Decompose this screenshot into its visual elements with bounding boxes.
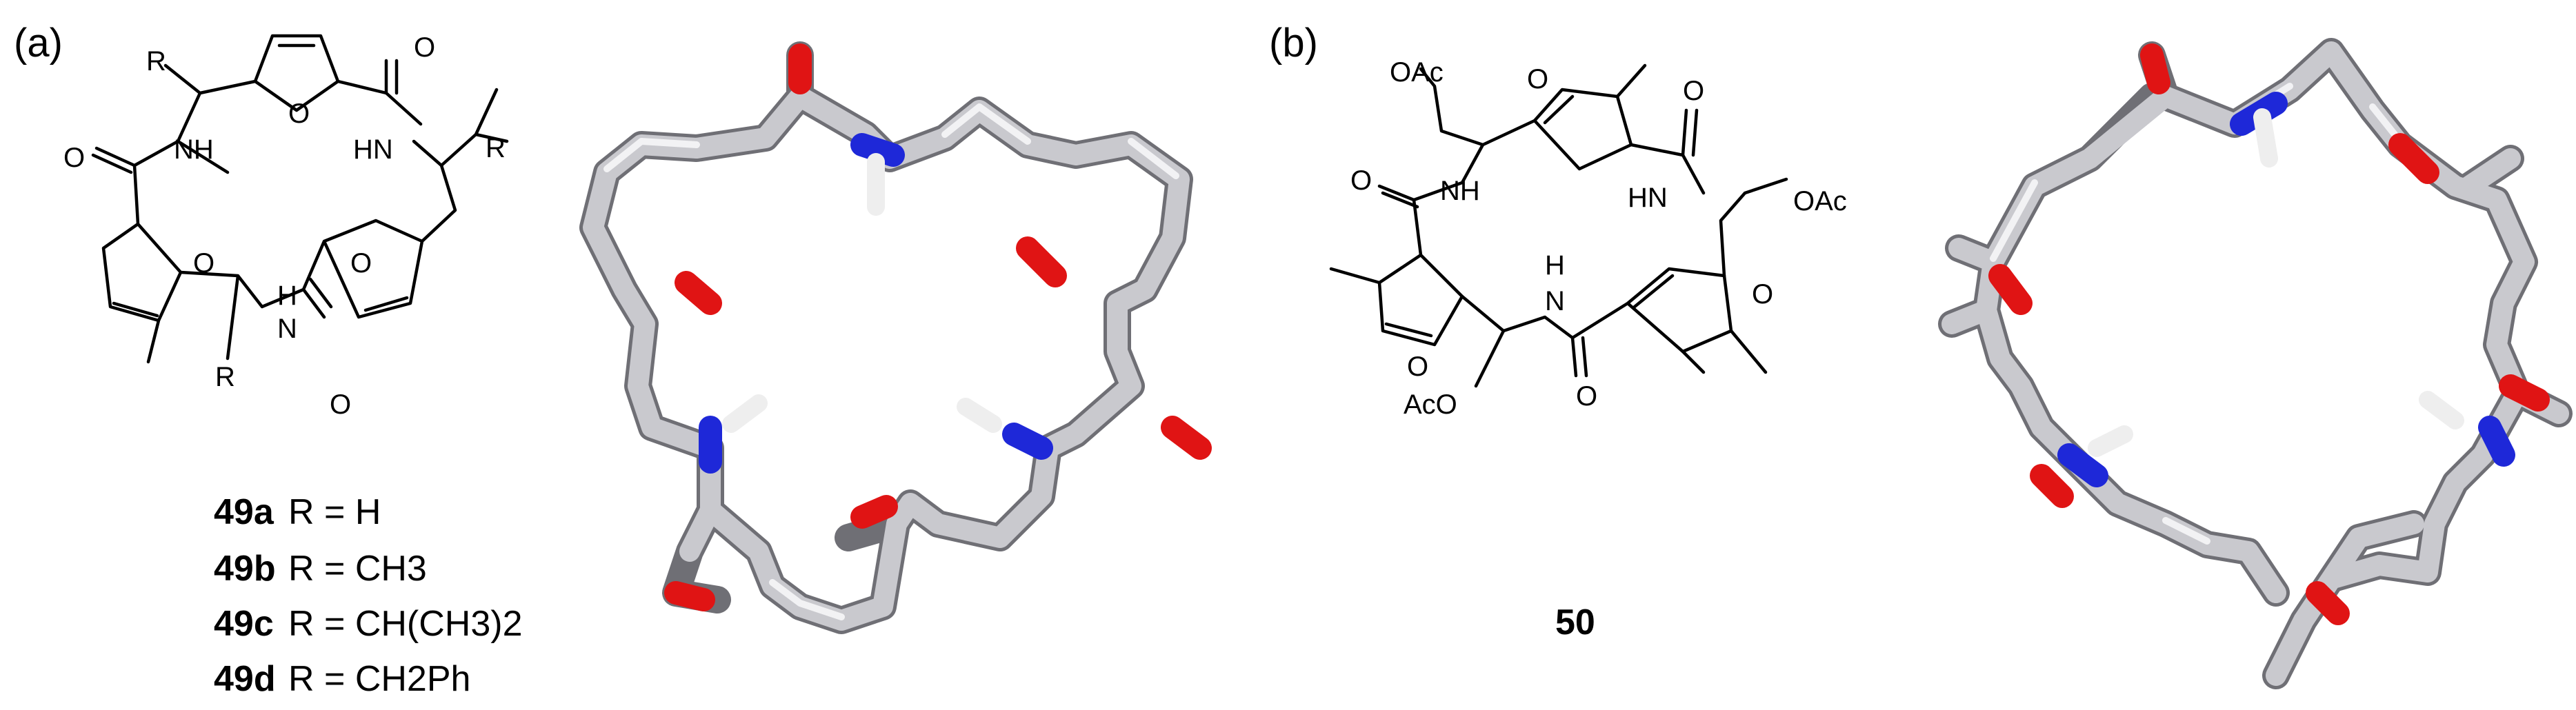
atom-O-top-carbonyl: O bbox=[414, 32, 435, 63]
furan-ring-top bbox=[253, 34, 340, 112]
atom-O-carbonyl-left: O bbox=[1350, 165, 1372, 196]
panel-label-b: (b) bbox=[1269, 21, 1318, 65]
oxygen-carbonyl-bottom-left bbox=[664, 581, 715, 611]
atom-O-left-carbonyl: O bbox=[63, 143, 85, 173]
compound-label-50: 50 bbox=[1555, 602, 1595, 642]
bond-network-a bbox=[91, 59, 509, 364]
atom-O-carbonyl-top-right: O bbox=[1683, 76, 1704, 106]
oxygen-carbonyl-bottom-left-b bbox=[2030, 464, 2074, 508]
atom-N-bottom: N bbox=[277, 314, 297, 344]
atom-O-furan-top: O bbox=[1527, 64, 1548, 94]
atom-H-bottom: H bbox=[277, 281, 297, 311]
atom-O-left-furan: O bbox=[193, 248, 214, 278]
atom-O-furan-right: O bbox=[1752, 279, 1773, 310]
nitrogen-top bbox=[850, 133, 905, 167]
oxygen-furan-bottom bbox=[850, 495, 898, 529]
atom-AcO-bottom: AcO bbox=[1404, 389, 1457, 420]
nitrogen-right bbox=[1002, 423, 1053, 460]
atom-O-furan-left: O bbox=[1407, 352, 1428, 382]
legend-49: 49a R = H 49b R = CH3 49c R = CH(CH3)2 4… bbox=[214, 492, 523, 699]
atom-HN-right: HN bbox=[353, 134, 393, 165]
oxygen-carbonyl-top-b bbox=[2140, 43, 2170, 94]
atom-NH-left-b: NH bbox=[1440, 176, 1480, 206]
atom-R-top-left: R bbox=[146, 46, 166, 77]
oxygen-carbonyl-right-b bbox=[2499, 374, 2550, 412]
nitrogen-right-b bbox=[2478, 416, 2515, 467]
legend-49b-text: R = CH3 bbox=[288, 549, 427, 589]
oxygen-furan-left-b bbox=[1988, 264, 2033, 315]
oxygen-furan-left bbox=[675, 271, 722, 315]
atom-OAc-top-left: OAc bbox=[1390, 57, 1444, 88]
atom-R-bottom: R bbox=[215, 362, 235, 392]
legend-49d-text: R = CH2Ph bbox=[288, 659, 470, 699]
oxygen-furan-upper-right bbox=[2388, 133, 2439, 184]
panel-label-a: (a) bbox=[14, 21, 63, 65]
tube-model-49 bbox=[579, 41, 1212, 634]
atom-O-right-furan: O bbox=[350, 248, 372, 278]
atom-O-carbonyl-bottom: O bbox=[1576, 381, 1597, 412]
atom-OAc-right: OAc bbox=[1793, 186, 1847, 216]
oxygen-furan-right bbox=[1016, 236, 1067, 287]
legend-49a-text: R = H bbox=[288, 492, 381, 532]
atom-NH-left: NH bbox=[174, 134, 214, 165]
atom-O-bottom-carbonyl: O bbox=[330, 389, 351, 420]
legend-49c-text: R = CH(CH3)2 bbox=[288, 604, 523, 644]
atom-H-bottom-b: H bbox=[1545, 250, 1565, 281]
nitrogen-left-b bbox=[2057, 443, 2108, 487]
structure-50-drawing bbox=[1329, 63, 1788, 388]
legend-49c-id: 49c bbox=[214, 604, 274, 644]
atom-R-top-right: R bbox=[486, 133, 506, 163]
tube-model-50 bbox=[1938, 38, 2573, 689]
oxygen-furan-bottom-b bbox=[2306, 581, 2350, 625]
atom-O-top-furan: O bbox=[288, 99, 310, 129]
atom-HN-right-b: HN bbox=[1628, 183, 1668, 213]
legend-49b-id: 49b bbox=[214, 549, 276, 589]
legend-49a-id: 49a bbox=[214, 492, 274, 532]
oxygen-carbonyl-right bbox=[1161, 416, 1212, 460]
atom-N-bottom-b: N bbox=[1545, 286, 1565, 316]
legend-49d-id: 49d bbox=[214, 659, 276, 699]
structure-49-drawing bbox=[91, 34, 509, 364]
